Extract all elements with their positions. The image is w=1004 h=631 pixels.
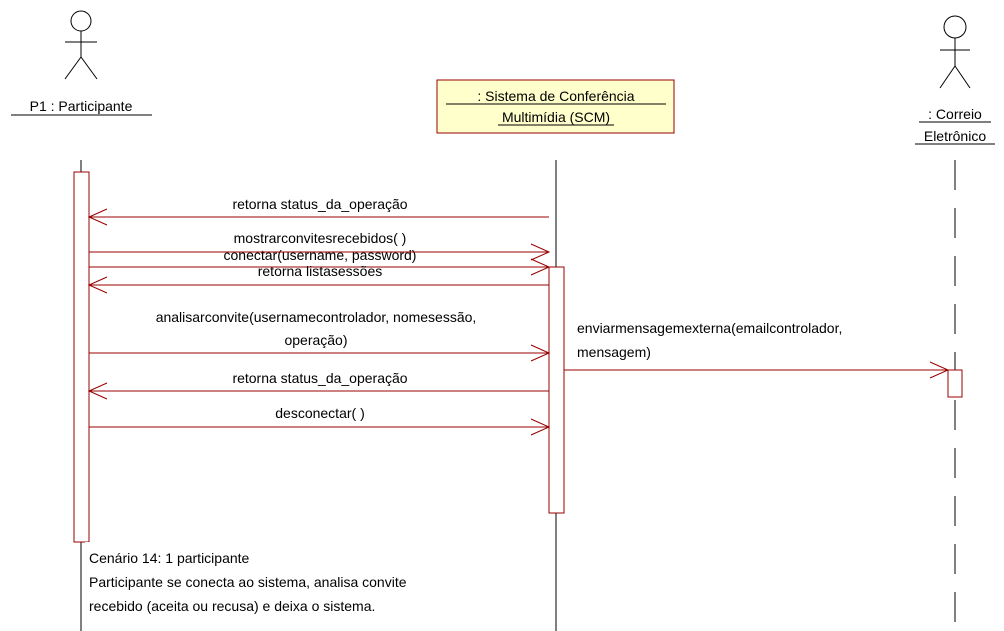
- message-5: analisarconvite(usernamecontrolador, nom…: [89, 309, 551, 362]
- scenario-note: Cenário 14: 1 participante Participante …: [85, 542, 545, 622]
- message-4-arrow-head: [87, 276, 108, 294]
- message-6: retorna status_da_operação: [87, 370, 549, 400]
- message-7: desconectar( ): [89, 405, 551, 436]
- message-7-arrow-head: [530, 418, 551, 436]
- message-4: retorna listasessões: [87, 263, 549, 294]
- external-message: enviarmensagemexterna(emailcontrolador, …: [564, 320, 950, 379]
- scenario-note-line1: Cenário 14: 1 participante: [89, 550, 250, 566]
- message-1: conectar(username, password): [89, 247, 551, 276]
- scenario-note-background: [85, 542, 545, 622]
- message-6-label: retorna status_da_operação: [232, 370, 407, 386]
- email-activation-bar: [947, 369, 963, 398]
- email-label-line1: : Correio: [928, 106, 982, 122]
- message-7-label: desconectar( ): [275, 405, 364, 421]
- message-2: retorna status_da_operação: [87, 196, 549, 226]
- message-1-label: conectar(username, password): [224, 247, 417, 263]
- email-label-line2: Eletrônico: [924, 128, 986, 144]
- email-actor: : Correio Eletrônico: [915, 15, 995, 145]
- message-5-label-line1: analisarconvite(usernamecontrolador, nom…: [156, 309, 477, 325]
- message-2-arrow-head: [87, 208, 108, 226]
- system-object: : Sistema de Conferência Multimídia (SCM…: [436, 79, 675, 134]
- participant-activation-bar: [73, 171, 90, 543]
- message-3-label: mostrarconvitesrecebidos( ): [234, 230, 407, 246]
- scenario-note-line3: recebido (aceita ou recusa) e deixa o si…: [89, 598, 375, 614]
- email-stick-figure-icon: [939, 15, 971, 89]
- message-5-arrow-head: [530, 344, 551, 362]
- message-4-label: retorna listasessões: [258, 263, 383, 279]
- message-1-arrow-head: [530, 258, 551, 276]
- system-object-box: [436, 79, 675, 134]
- message-3: mostrarconvitesrecebidos( ): [89, 230, 551, 261]
- message-5-label-line2: operação): [284, 332, 347, 348]
- participant-stick-figure-icon: [64, 10, 98, 80]
- system-label-line1: : Sistema de Conferência: [477, 88, 634, 104]
- external-message-label-line1: enviarmensagemexterna(emailcontrolador,: [577, 320, 842, 336]
- system-label-line2: Multimídia (SCM): [502, 109, 610, 125]
- external-message-label-line2: mensagem): [577, 344, 651, 360]
- scenario-note-line2: Participante se conecta ao sistema, anal…: [89, 574, 407, 590]
- external-message-arrow-head: [929, 361, 950, 379]
- participant-label: P1 : Participante: [30, 98, 133, 114]
- participant-actor: P1 : Participante: [11, 10, 152, 116]
- message-6-arrow-head: [87, 382, 108, 400]
- message-3-arrow-head: [530, 243, 551, 261]
- system-activation-bar: [548, 266, 565, 514]
- message-2-label: retorna status_da_operação: [232, 196, 407, 212]
